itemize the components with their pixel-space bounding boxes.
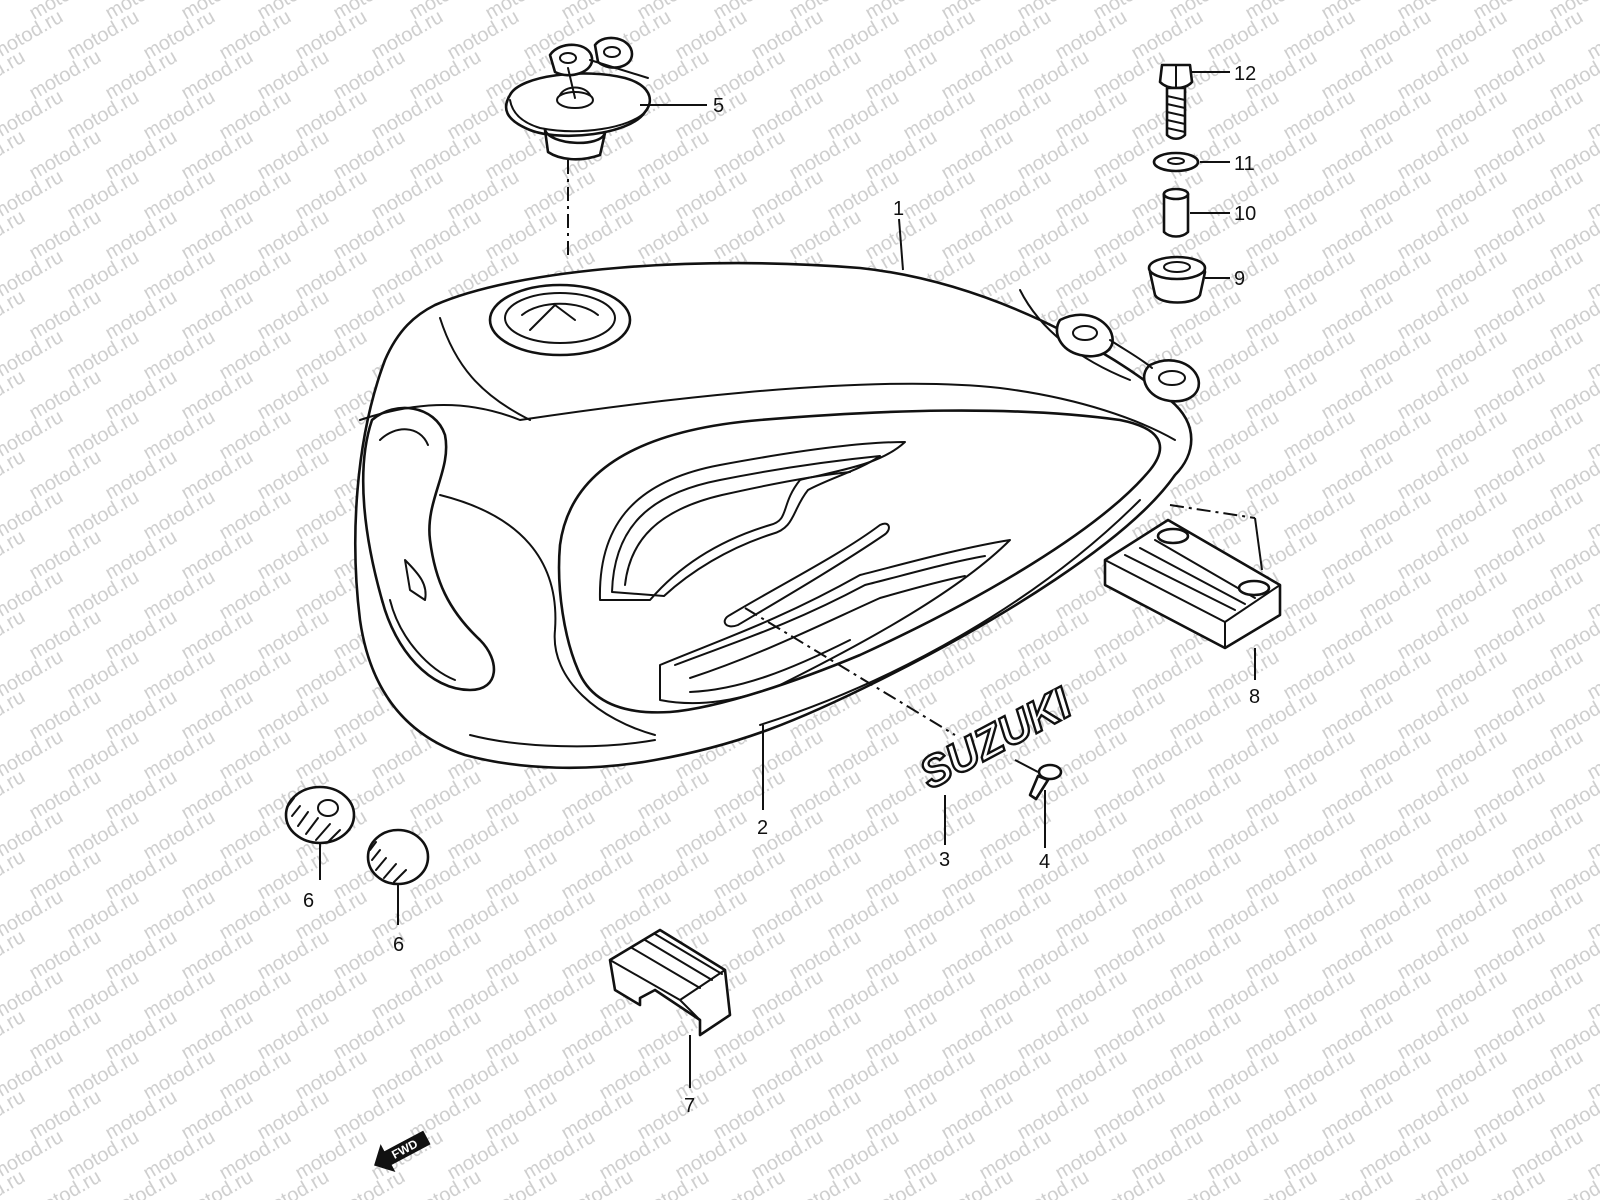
watermark-text: motod.ru — [0, 766, 29, 825]
collar-part-10 — [1162, 187, 1190, 238]
watermark-text: motod.ru — [1014, 1166, 1093, 1200]
watermark-text: motod.ru — [0, 126, 29, 185]
watermark-text: motod.ru — [1242, 1166, 1321, 1200]
watermark-text: motod.ru — [254, 1166, 333, 1200]
callout-12: 12 — [1234, 63, 1256, 85]
watermark-text: motod.ru — [102, 1166, 181, 1200]
watermark-text: motod.ru — [1318, 1166, 1397, 1200]
screw-part-4 — [1028, 763, 1063, 801]
watermark-text: motod.ru — [0, 926, 29, 985]
callout-11: 11 — [1234, 153, 1255, 175]
watermark-text: motod.ru — [558, 1166, 637, 1200]
emblem-alignment-line — [744, 607, 956, 736]
watermark-text: motod.ru — [1394, 1166, 1473, 1200]
callout-6b: 6 — [393, 934, 404, 956]
watermark-text: motod.ru — [0, 846, 29, 905]
callout-3: 3 — [939, 849, 950, 871]
watermark-text: motod.ru — [0, 366, 29, 425]
watermark-text: motod.ru — [0, 286, 29, 345]
bolt-part-12 — [1158, 63, 1194, 141]
watermark-text: motod.ru — [0, 606, 29, 665]
callout-5: 5 — [713, 95, 724, 117]
cap-part-6-b — [366, 828, 430, 886]
watermark-text: motod.ru — [786, 1166, 865, 1200]
watermark-text: motod.ru — [330, 1166, 409, 1200]
callout-2: 2 — [757, 817, 768, 839]
callout-8: 8 — [1249, 686, 1260, 708]
watermark-text: motod.ru — [0, 46, 29, 105]
callout-1: 1 — [893, 198, 904, 220]
watermark-text: motod.ru — [0, 686, 29, 745]
cushion-part-8 — [1103, 518, 1282, 650]
watermark-text: motod.ru — [482, 1166, 561, 1200]
watermark-text: motod.ru — [0, 0, 29, 24]
watermark-text: motod.ru — [862, 1166, 941, 1200]
watermark-text: motod.ru — [938, 1166, 1017, 1200]
washer-part-11 — [1152, 151, 1200, 173]
watermark-text: motod.ru — [0, 526, 29, 585]
watermark-text: motod.ru — [0, 1006, 29, 1065]
watermark-text: motod.ru — [1090, 1166, 1169, 1200]
watermark-text: motod.ru — [0, 446, 29, 505]
fuel-cap-part-5 — [504, 36, 651, 161]
leader-lines — [319, 71, 1256, 1088]
callout-10: 10 — [1234, 203, 1256, 225]
watermark-text: motod.ru — [406, 1166, 485, 1200]
watermark-text: motod.ru — [0, 1086, 29, 1145]
callout-7: 7 — [684, 1095, 695, 1117]
fuel-tank-part-1 — [354, 261, 1201, 770]
callout-6a: 6 — [303, 890, 314, 912]
callout-4: 4 — [1039, 851, 1050, 873]
watermark-text: motod.ru — [634, 1166, 713, 1200]
callout-9: 9 — [1234, 268, 1245, 290]
callout-labels: 1 2 3 4 5 6 6 7 8 9 10 11 12 — [303, 63, 1260, 1117]
watermark-text: motod.ru — [178, 1166, 257, 1200]
cap-part-6-a — [284, 785, 356, 845]
watermark-text: motod.ru — [710, 1166, 789, 1200]
watermark-text: motod.ru — [1166, 1166, 1245, 1200]
watermark-text: motod.ru — [0, 206, 29, 265]
watermark-text: motod.ru — [1470, 1166, 1549, 1200]
watermark-text: motod.ru — [26, 1166, 105, 1200]
clip-part-7 — [608, 928, 732, 1037]
grommet-part-9 — [1147, 255, 1207, 304]
